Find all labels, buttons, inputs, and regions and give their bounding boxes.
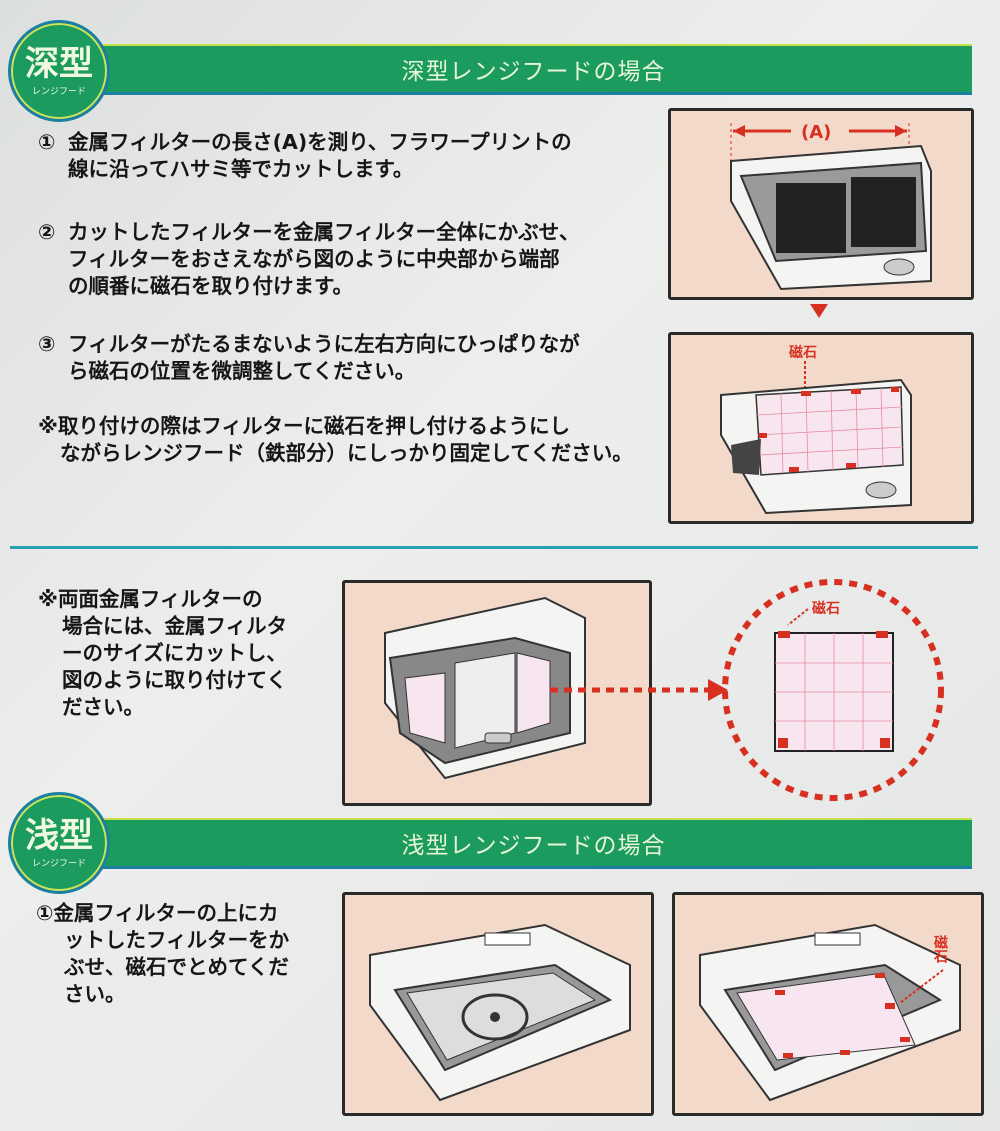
- banner-title: 深型レンジフードの場合: [401, 59, 666, 85]
- deep-hood-figure: (A): [668, 108, 974, 300]
- section-divider: [10, 546, 978, 549]
- deep-step-2: ② カットしたフィルターを金属フィルター全体にかぶせ、 フィルターをおさえながら図…: [38, 219, 580, 300]
- deep-hood-magnet-figure: 磁石: [668, 332, 974, 524]
- banner-title: 浅型レンジフードの場合: [401, 833, 666, 859]
- note-line: 両面金属フィルターの: [57, 587, 263, 611]
- shallow-step-1: ①金属フィルターの上にカ ットしたフィルターをか ぶせ、磁石でとめてくだ さい。: [36, 900, 289, 1008]
- badge-sub: レンジフード: [31, 858, 86, 869]
- note-line: ださい。: [62, 695, 144, 719]
- shallow-section-banner: 浅型レンジフードの場合: [95, 818, 972, 869]
- step-line: さい。: [64, 982, 126, 1006]
- shallow-hood-magnet-figure: 磁石: [672, 892, 984, 1116]
- dimension-a-label: (A): [801, 122, 831, 143]
- shallow-hood-fan-figure: [342, 892, 654, 1116]
- step-line: フィルターがたるまないように左右方向にひっぱりなが: [68, 332, 580, 356]
- note-line: ーのサイズにカットし、: [62, 641, 287, 665]
- badge-main: 深型: [25, 43, 93, 84]
- magnet-label: 磁石: [932, 934, 949, 964]
- magnet-detail-callout: 磁石: [550, 579, 944, 801]
- double-sided-hood-figure: [342, 580, 652, 806]
- badge-main: 浅型: [25, 815, 93, 856]
- deep-note: ※取り付けの際はフィルターに磁石を押し付けるようにし ながらレンジフード（鉄部分…: [38, 413, 633, 467]
- deep-step-3: ③ フィルターがたるまないように左右方向にひっぱりなが ら磁石の位置を微調整してく…: [38, 331, 580, 385]
- note-line: ながらレンジフード（鉄部分）にしっかり固定してください。: [60, 441, 633, 465]
- note-line: 図のように取り付けてく: [62, 668, 287, 692]
- magnet-label: 磁石: [789, 344, 817, 361]
- badge-sub: レンジフード: [31, 86, 86, 97]
- step-line: ぶせ、磁石でとめてくだ: [64, 955, 289, 979]
- deep-badge: 深型 レンジフード: [8, 20, 110, 122]
- shallow-badge: 浅型 レンジフード: [8, 792, 110, 894]
- magnet-label: 磁石: [812, 600, 840, 617]
- step-line: ットしたフィルターをか: [64, 928, 290, 952]
- deep-section-banner: 深型レンジフードの場合: [95, 44, 972, 95]
- step-line: カットしたフィルターを金属フィルター全体にかぶせ、: [68, 220, 580, 244]
- step-line: の順番に磁石を取り付けます。: [68, 274, 353, 298]
- double-sided-note: ※両面金属フィルターの 場合には、金属フィルタ ーのサイズにカットし、 図のよう…: [38, 586, 287, 721]
- step-number: ③: [38, 332, 56, 356]
- step-number: ①: [36, 901, 54, 925]
- step-line: 金属フィルターの上にカ: [53, 901, 279, 925]
- step-number: ①: [38, 130, 56, 154]
- down-arrow-icon: [810, 304, 828, 318]
- note-line: 場合には、金属フィルタ: [62, 614, 288, 638]
- note-line: 取り付けの際はフィルターに磁石を押し付けるようにし: [57, 414, 571, 438]
- step-line: 金属フィルターの長さ(A)を測り、フラワープリントの: [68, 130, 572, 154]
- step-line: ら磁石の位置を微調整してください。: [68, 359, 416, 383]
- note-mark: ※: [38, 414, 58, 438]
- deep-step-1: ① 金属フィルターの長さ(A)を測り、フラワープリントの 線に沿ってハサミ等でカッ…: [38, 129, 572, 183]
- step-line: フィルターをおさえながら図のように中央部から端部: [68, 247, 560, 271]
- note-mark: ※: [38, 587, 58, 611]
- step-number: ②: [38, 220, 56, 244]
- step-line: 線に沿ってハサミ等でカットします。: [68, 157, 414, 181]
